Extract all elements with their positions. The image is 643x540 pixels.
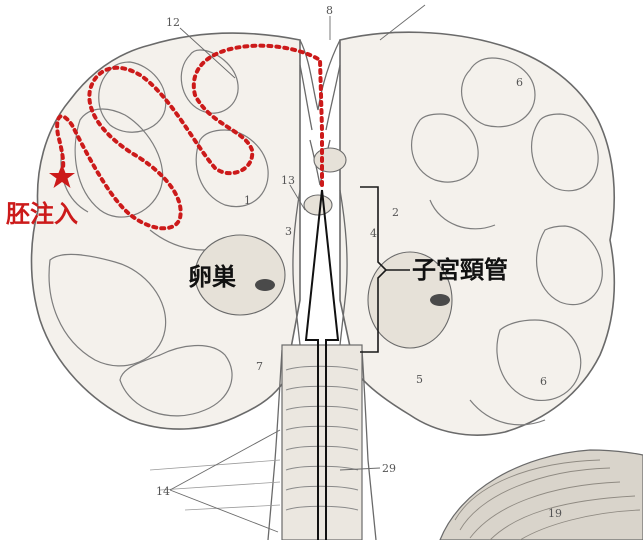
ref-1: 1 (244, 194, 251, 207)
ref-8: 8 (326, 4, 333, 17)
embryo-injection-label: 胚注入 (5, 200, 78, 228)
ref-5: 5 (416, 373, 423, 386)
ref-19: 19 (548, 507, 562, 520)
ovary-label: 卵巣 (188, 263, 237, 291)
ref-3: 3 (285, 225, 292, 238)
cerebellum (440, 450, 643, 540)
ref-4: 4 (370, 227, 377, 240)
ref-13: 13 (281, 174, 295, 187)
brainstem (282, 345, 362, 540)
ref-29: 29 (382, 462, 396, 475)
ref-6a: 6 (516, 76, 523, 89)
cervical-canal-label: 子宮頸管 (412, 256, 508, 284)
ref-14: 14 (156, 485, 170, 498)
ref-6b: 6 (540, 375, 547, 388)
ref-12: 12 (166, 16, 180, 29)
ref-2: 2 (392, 206, 399, 219)
right-hemisphere (340, 32, 614, 435)
ref-7: 7 (256, 360, 263, 373)
